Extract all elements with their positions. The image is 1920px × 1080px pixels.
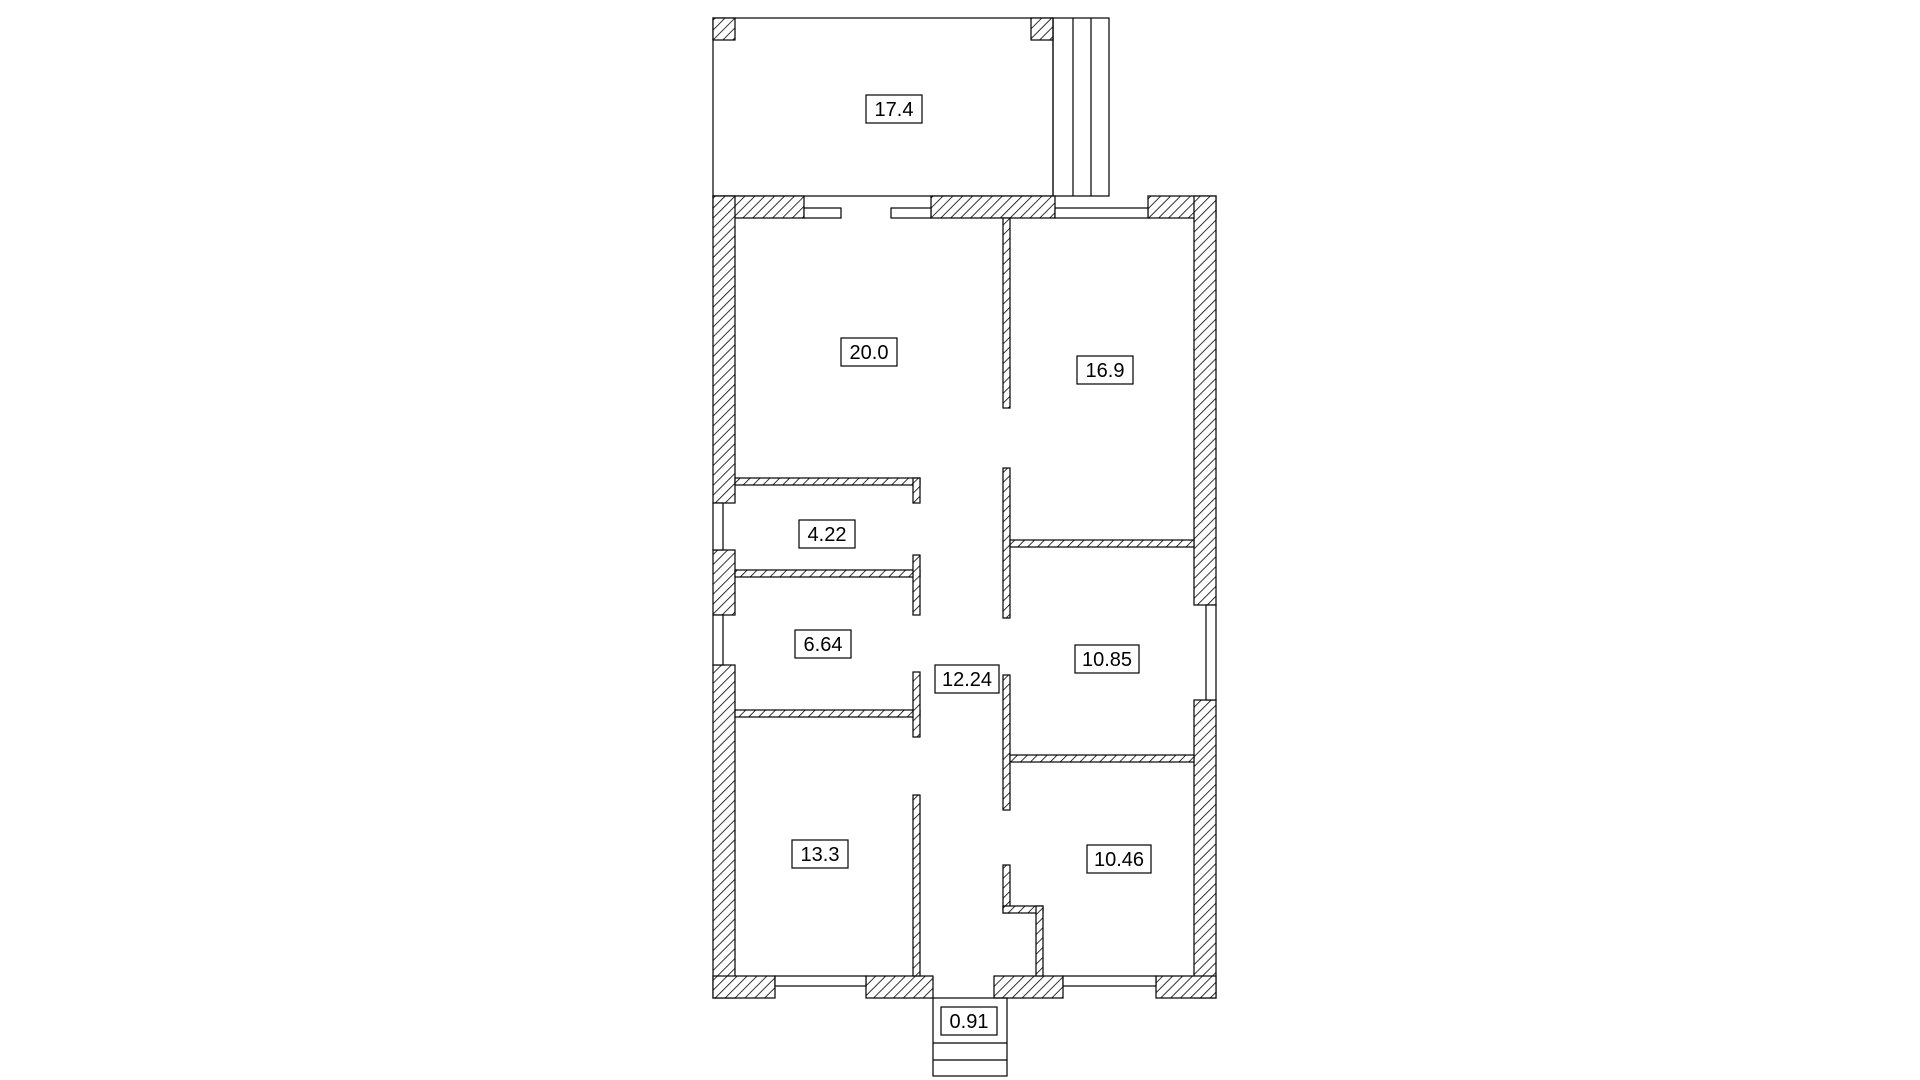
room-area-top-right: 16.9 xyxy=(1086,360,1125,382)
room-label-bottom-left: 13.3 xyxy=(791,839,849,869)
terrace xyxy=(712,17,1110,197)
room-label-entry-porch: 0.91 xyxy=(940,1006,998,1036)
room-area-small-1: 4.22 xyxy=(808,524,847,546)
room-label-corridor: 12.24 xyxy=(934,664,1000,694)
room-label-top-right: 16.9 xyxy=(1076,355,1134,385)
room-label-mid-right: 10.85 xyxy=(1074,644,1140,674)
room-label-top-left: 20.0 xyxy=(840,337,898,367)
room-label-small-2: 6.64 xyxy=(794,629,852,659)
room-area-bottom-left: 13.3 xyxy=(801,844,840,866)
room-label-small-1: 4.22 xyxy=(798,519,856,549)
entry-porch xyxy=(932,997,1008,1077)
room-area-small-2: 6.64 xyxy=(804,634,843,656)
outer-walls xyxy=(712,195,1217,999)
room-area-bottom-right: 10.46 xyxy=(1094,849,1144,871)
interior-walls xyxy=(734,217,1195,977)
room-area-top-left: 20.0 xyxy=(850,342,889,364)
room-area-entry-porch: 0.91 xyxy=(950,1011,989,1033)
room-area-corridor: 12.24 xyxy=(942,669,992,691)
room-area-mid-right: 10.85 xyxy=(1082,649,1132,671)
room-label-terrace: 17.4 xyxy=(865,94,923,124)
room-label-bottom-right: 10.46 xyxy=(1086,844,1152,874)
room-area-terrace: 17.4 xyxy=(875,99,914,121)
